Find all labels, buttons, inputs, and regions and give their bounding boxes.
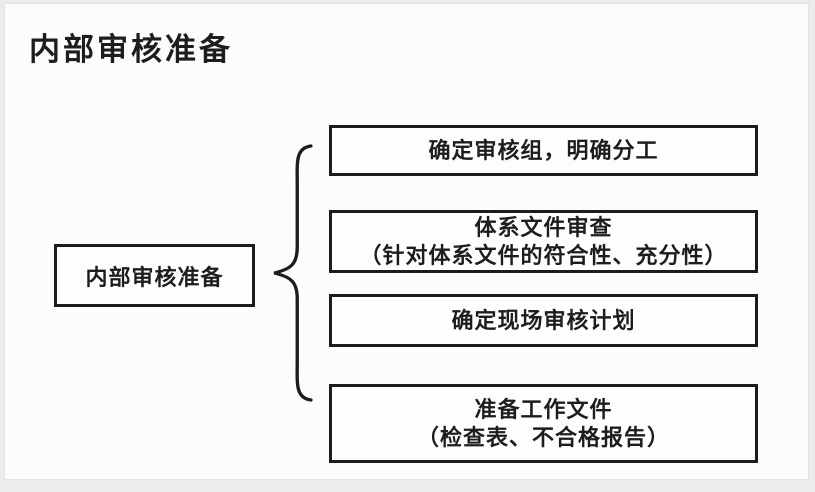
curly-brace-icon — [273, 144, 313, 402]
branch-node-label: 确定现场审核计划 — [451, 307, 636, 333]
branch-node-audit-team: 确定审核组，明确分工 — [329, 125, 758, 176]
root-node-label: 内部审核准备 — [85, 264, 224, 290]
branch-node-sublabel: （针对体系文件的符合性、充分性） — [359, 242, 728, 268]
branch-node-label: 确定审核组，明确分工 — [428, 137, 659, 163]
branch-node-sublabel: （检查表、不合格报告） — [416, 424, 670, 450]
diagram-canvas: 内部审核准备 内部审核准备 确定审核组，明确分工 体系文件审查 （针对体系文件的… — [4, 3, 809, 480]
branch-node-working-documents: 准备工作文件 （检查表、不合格报告） — [329, 384, 758, 463]
page-title: 内部审核准备 — [29, 32, 233, 67]
branch-node-document-review: 体系文件审查 （针对体系文件的符合性、充分性） — [329, 210, 758, 273]
root-node-internal-audit-preparation: 内部审核准备 — [54, 244, 255, 307]
branch-node-label: 准备工作文件 — [474, 396, 613, 422]
branch-node-onsite-audit-plan: 确定现场审核计划 — [329, 294, 758, 347]
branch-node-label: 体系文件审查 — [474, 214, 613, 240]
